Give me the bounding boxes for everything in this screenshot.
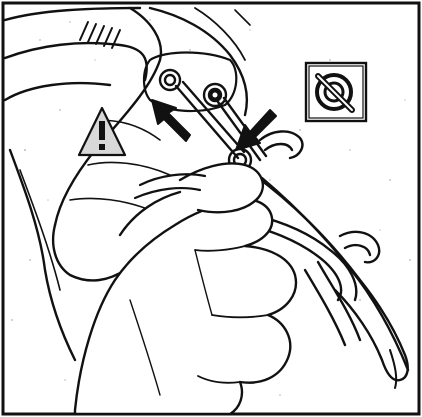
socket-wrench-symbol-icon (306, 63, 366, 121)
